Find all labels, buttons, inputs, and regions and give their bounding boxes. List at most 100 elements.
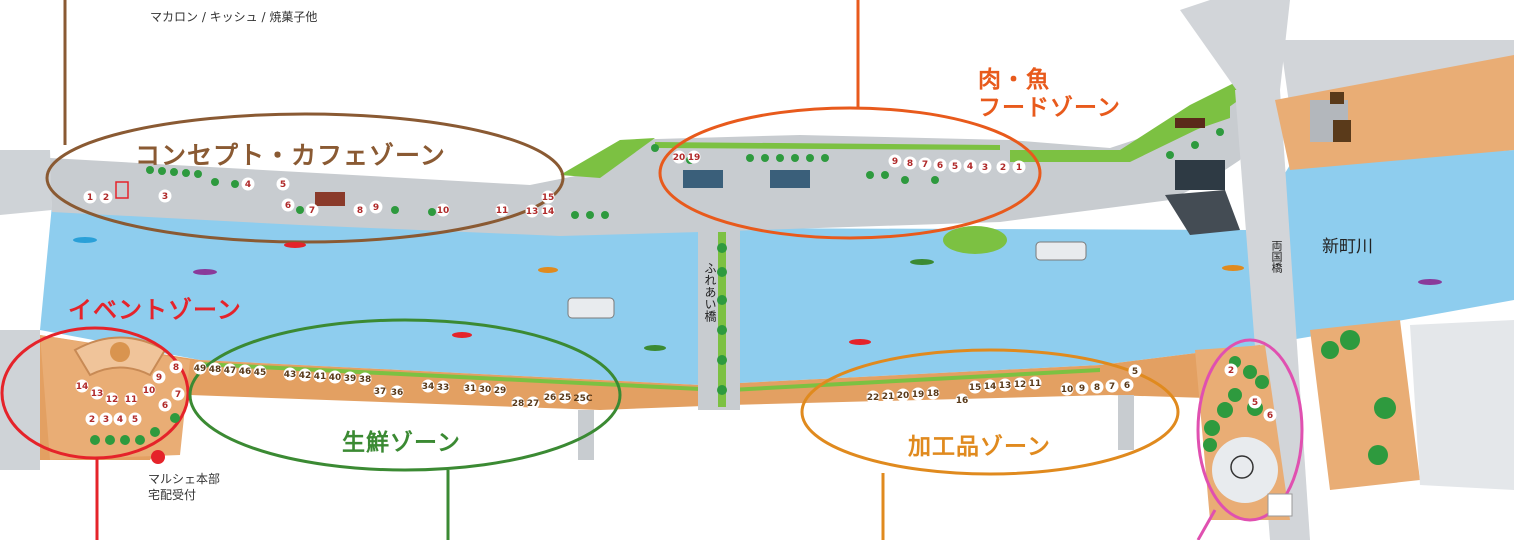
tent <box>115 181 129 199</box>
stall-number: 2 <box>1228 366 1234 376</box>
stall-number: 12 <box>1014 380 1027 390</box>
stall-number: 8 <box>1094 383 1100 393</box>
stall-marker <box>998 378 1012 392</box>
stall-marker <box>541 204 555 218</box>
stall-number: 12 <box>106 395 119 405</box>
stall-marker <box>158 398 172 412</box>
stall-marker <box>463 381 477 395</box>
stall-number: 46 <box>239 367 252 377</box>
left-land <box>0 150 52 215</box>
stall-marker <box>99 190 113 204</box>
fresh-zone-outline <box>188 318 622 472</box>
stall-marker <box>169 360 183 374</box>
stall-marker <box>369 200 383 214</box>
pump-house-roof <box>1175 118 1205 128</box>
left-land-bottom <box>0 330 40 470</box>
stall-marker <box>948 159 962 173</box>
stall-number: 1 <box>1016 163 1022 173</box>
north-grass-1 <box>560 138 655 178</box>
event-zone-outline <box>0 326 190 460</box>
fresh-zone-label: 生鮮ゾーン <box>342 430 461 456</box>
stall-number: 13 <box>91 389 104 399</box>
block-lower-right <box>1310 320 1420 490</box>
stall-number: 11 <box>125 395 138 405</box>
stall-number: 2 <box>103 193 109 203</box>
stall-block-3 <box>770 170 810 188</box>
processed-zone-outline <box>800 348 1180 476</box>
stall-marker <box>978 160 992 174</box>
stall-marker <box>526 396 540 410</box>
stall-marker <box>223 363 237 377</box>
stall-marker <box>1028 376 1042 390</box>
meat-fish-zone-outline <box>658 106 1042 240</box>
stall-marker <box>926 386 940 400</box>
processed-zone-label: 加工品ゾーン <box>908 434 1051 460</box>
stall-number: 5 <box>132 415 138 425</box>
stall-number: 2 <box>1000 163 1006 173</box>
stall-number: 7 <box>1109 382 1115 392</box>
stall-marker <box>373 384 387 398</box>
concept-cafe-zone-label: コンセプト・カフェゾーン <box>135 141 446 170</box>
stall-marker <box>1075 381 1089 395</box>
south-promenade <box>40 335 1270 460</box>
stall-number: 20 <box>673 153 686 163</box>
stall-marker <box>576 391 590 405</box>
partial-top-caption: マカロン / キッシュ / 焼菓子他 <box>150 10 318 24</box>
stall-marker <box>83 190 97 204</box>
stall-number: 3 <box>103 415 109 425</box>
stall-number: 20 <box>897 391 910 401</box>
stall-number: 7 <box>309 206 315 216</box>
stall-marker <box>128 412 142 426</box>
stall-marker <box>142 383 156 397</box>
stall-marker <box>968 380 982 394</box>
stall-number: 14 <box>984 382 997 392</box>
stall-marker <box>543 390 557 404</box>
building-b <box>1333 120 1351 142</box>
stall-number: 25C <box>573 394 593 404</box>
river-name-label: 新町川 <box>1322 237 1373 257</box>
stall-marker <box>541 190 555 204</box>
event-zone-label: イベントゾーン <box>68 296 242 324</box>
stall-marker <box>1224 363 1238 377</box>
stall-number: 5 <box>280 180 286 190</box>
stall-marker <box>85 412 99 426</box>
pump-house <box>1175 160 1225 190</box>
stall-marker <box>99 412 113 426</box>
stall-marker <box>313 369 327 383</box>
stall-number: 8 <box>173 363 179 373</box>
stall-number: 42 <box>299 371 312 381</box>
ryogoku-bridge-label: 両国橋 <box>1270 240 1283 273</box>
stall-marker <box>238 364 252 378</box>
restroom-icon <box>1267 493 1293 517</box>
stall-number: 4 <box>967 162 973 172</box>
block-lower-right-grey <box>1410 320 1514 490</box>
south-grass-processed <box>730 368 1100 392</box>
stall-number: 47 <box>224 366 237 376</box>
stall-numbers-east: 256 <box>1224 363 1277 422</box>
stall-number: 49 <box>194 364 207 374</box>
stall-number: 25 <box>559 393 572 403</box>
stall-marker <box>421 379 435 393</box>
delivery-label: 宅配受付 <box>148 488 197 502</box>
fureai-bridge-label: ふれあい橋 <box>703 262 717 322</box>
stall-marker <box>75 379 89 393</box>
stall-marker <box>328 370 342 384</box>
stall-number: 8 <box>907 159 913 169</box>
stall-number: 6 <box>937 161 943 171</box>
marche-hq-marker <box>151 450 165 464</box>
stall-marker <box>983 379 997 393</box>
stall-marker <box>193 361 207 375</box>
stall-number: 5 <box>1252 398 1258 408</box>
stall-marker <box>353 203 367 217</box>
stall-number: 11 <box>496 206 509 216</box>
stall-number: 6 <box>162 401 168 411</box>
stall-number: 37 <box>374 387 387 397</box>
processed-pillar <box>1118 395 1134 450</box>
stall-number: 9 <box>373 203 379 213</box>
stall-marker <box>1263 408 1277 422</box>
stall-marker <box>208 362 222 376</box>
